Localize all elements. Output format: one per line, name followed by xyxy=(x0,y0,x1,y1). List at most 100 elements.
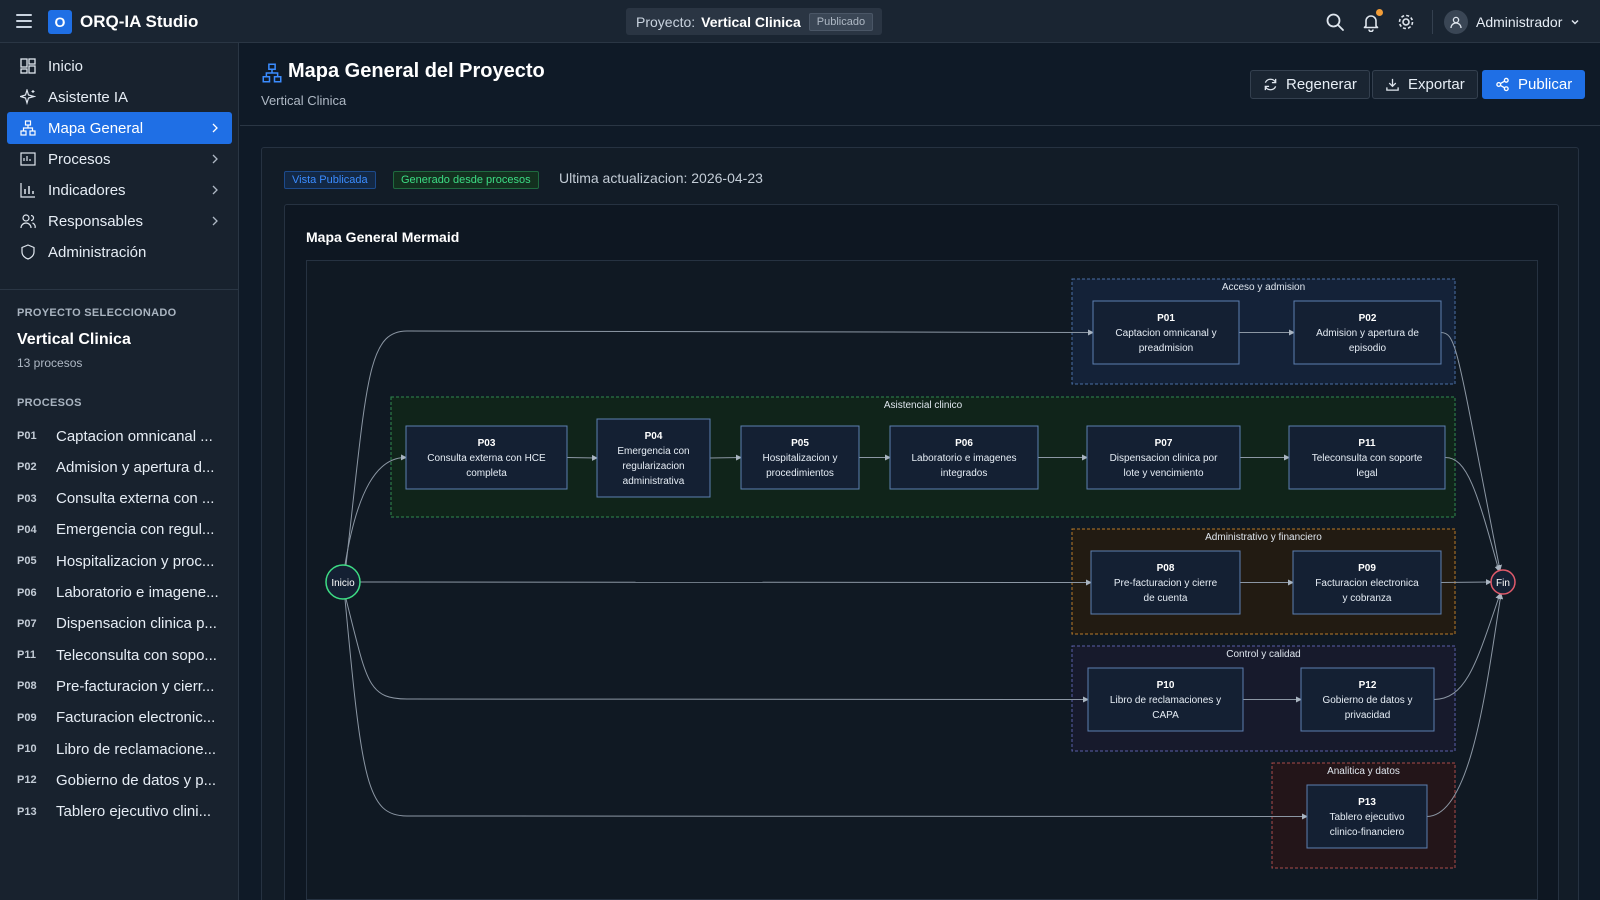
bell-icon[interactable] xyxy=(1361,12,1381,33)
node-label: privacidad xyxy=(1345,710,1391,721)
process-name: Pre-facturacion y cierr... xyxy=(56,677,215,695)
last-updated: Ultima actualizacion: 2026-04-23 xyxy=(559,170,763,186)
process-node-p12[interactable] xyxy=(1300,667,1435,732)
project-name: Vertical Clinica xyxy=(701,13,801,30)
sidebar-item-indicadores[interactable]: Indicadores xyxy=(7,174,232,206)
process-node-p04[interactable] xyxy=(596,418,711,498)
process-node-p03[interactable] xyxy=(405,425,568,490)
node-code: P10 xyxy=(1157,680,1175,691)
process-code: P01 xyxy=(17,430,37,442)
chevron-right-icon xyxy=(212,123,218,133)
process-name: Laboratorio e imagene... xyxy=(56,584,219,601)
node-label: Consulta externa con HCE xyxy=(427,453,546,464)
publish-button[interactable]: Publicar xyxy=(1482,70,1586,99)
process-icon xyxy=(18,149,38,169)
user-menu[interactable]: Administrador xyxy=(1444,9,1580,35)
node-label: Emergencia con xyxy=(617,446,689,457)
sidebar-item-label: Responsables xyxy=(48,212,144,230)
bar-chart-icon xyxy=(18,180,38,200)
start-label: Inicio xyxy=(331,578,355,589)
process-node-p05[interactable] xyxy=(740,425,860,490)
node-code: P01 xyxy=(1157,313,1175,324)
process-node-p10[interactable] xyxy=(1087,667,1244,732)
process-name: Consulta externa con ... xyxy=(56,490,215,508)
menu-icon[interactable] xyxy=(16,14,32,28)
page-header: Mapa General del Proyecto Vertical Clini… xyxy=(240,43,1600,126)
process-node-p07[interactable] xyxy=(1086,425,1241,490)
process-name: Facturacion electronic... xyxy=(56,709,216,727)
node-label: Hospitalizacion y xyxy=(762,453,837,464)
process-code: P13 xyxy=(17,805,37,818)
process-item-p01[interactable]: P01 Captacion omnicanal ... xyxy=(17,424,227,448)
sidebar-item-mapa-general[interactable]: Mapa General xyxy=(7,112,232,144)
node-label: Dispensacion clinica por xyxy=(1110,453,1219,464)
group-title: Acceso y admision xyxy=(1222,282,1305,293)
process-node-p06[interactable] xyxy=(889,425,1039,490)
process-node-p09[interactable] xyxy=(1292,550,1442,615)
end-node[interactable] xyxy=(1490,569,1516,595)
flow-edge xyxy=(1433,593,1502,700)
node-label: integrados xyxy=(941,468,988,479)
flow-edge xyxy=(566,454,598,461)
divider xyxy=(0,289,239,290)
flow-edge xyxy=(345,598,1089,703)
process-name: Captacion omnicanal ... xyxy=(56,427,213,445)
process-count: 13 procesos xyxy=(17,356,83,370)
process-item-p13[interactable]: P13 Tablero ejecutivo clini... xyxy=(17,800,227,824)
sidebar-item-responsables[interactable]: Responsables xyxy=(7,205,232,237)
process-node-p02[interactable] xyxy=(1293,300,1442,365)
project-selector[interactable]: Proyecto: Vertical Clinica Publicado xyxy=(626,8,882,35)
node-label: Admision y apertura de xyxy=(1316,328,1419,339)
node-label: administrativa xyxy=(623,476,685,487)
sidebar-item-inicio[interactable]: Inicio xyxy=(7,50,232,82)
share-icon xyxy=(1496,77,1509,92)
sidebar-item-administracion[interactable]: Administración xyxy=(7,236,232,268)
process-node-p11[interactable] xyxy=(1288,425,1446,490)
node-code: P06 xyxy=(955,438,973,449)
selected-project-label: PROYECTO SELECCIONADO xyxy=(17,307,177,319)
process-code: P11 xyxy=(17,649,36,662)
publish-label: Publicar xyxy=(1518,76,1573,93)
sidebar-item-label: Inicio xyxy=(48,57,84,75)
process-node-p01[interactable] xyxy=(1092,300,1240,365)
chevron-right-icon xyxy=(212,216,218,226)
sidebar-item-procesos[interactable]: Procesos xyxy=(7,143,232,175)
project-label: Proyecto: xyxy=(636,13,696,30)
process-node-p13[interactable] xyxy=(1306,784,1428,849)
sidebar: Inicio Asistente IA Mapa General Proceso… xyxy=(0,43,239,900)
export-button[interactable]: Exportar xyxy=(1372,70,1478,99)
start-node[interactable] xyxy=(325,564,361,600)
regenerate-button[interactable]: Regenerar xyxy=(1250,70,1370,99)
top-bar: O ORQ-IA Studio Proyecto: Vertical Clini… xyxy=(0,0,1600,43)
chevron-right-icon xyxy=(212,154,218,164)
node-code: P07 xyxy=(1155,438,1173,449)
sidebar-item-label: Administración xyxy=(48,243,147,261)
chevron-down-icon xyxy=(1571,19,1579,25)
process-node-p08[interactable] xyxy=(1090,550,1241,615)
flow-edge xyxy=(1444,456,1501,572)
node-code: P13 xyxy=(1358,797,1376,808)
node-code: P09 xyxy=(1358,563,1376,574)
search-icon[interactable] xyxy=(1325,12,1345,32)
users-icon xyxy=(18,211,38,231)
sidebar-item-asistente[interactable]: Asistente IA xyxy=(7,81,232,113)
gear-icon[interactable] xyxy=(1396,12,1416,32)
sidebar-item-label: Procesos xyxy=(48,150,111,168)
flow-edge xyxy=(344,454,407,566)
node-label: Tablero ejecutivo xyxy=(1329,812,1404,823)
node-code: P03 xyxy=(478,438,496,449)
process-name: Tablero ejecutivo clini... xyxy=(56,803,212,821)
